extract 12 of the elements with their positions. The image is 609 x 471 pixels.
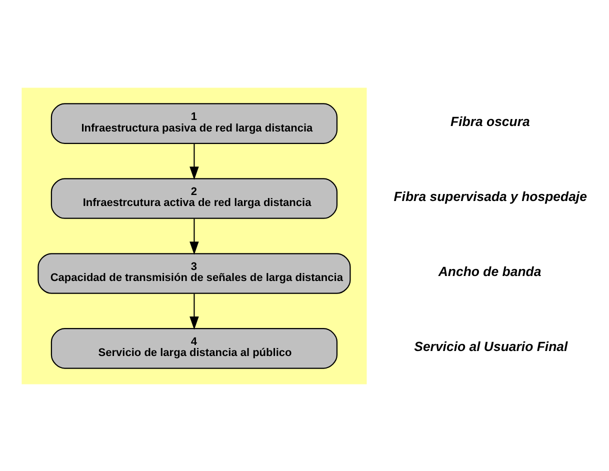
arrow — [189, 218, 198, 254]
cluster — [21, 87, 366, 384]
label: Servicio al Usuario Final — [414, 338, 568, 354]
arrow — [189, 293, 198, 330]
node-box: 3 Capacidad de transmisión de señales de larga distancia — [37, 252, 350, 294]
label: Ancho de banda — [438, 263, 541, 278]
arrow — [189, 143, 198, 180]
node-box: 4 Servicio de larga distancia al público — [50, 328, 338, 368]
label: Fibra oscura — [450, 113, 530, 128]
node-box: 2 Infraestrcutura activa de red larga distancia — [50, 178, 338, 218]
node-box: 1 Infraestructura pasiva de red larga distancia — [50, 102, 338, 144]
label: Fibra supervisada y hospedaje — [393, 188, 586, 204]
